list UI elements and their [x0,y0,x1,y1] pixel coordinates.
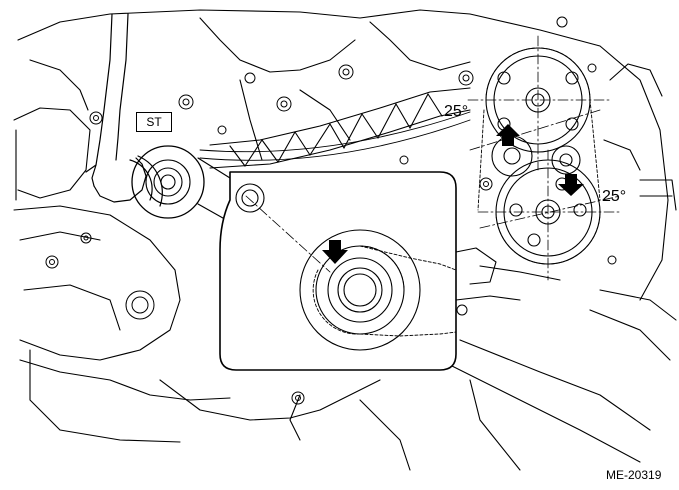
crank-sprocket-small [131,145,205,219]
timing-chain-detail [312,245,457,337]
chain-tensioner [455,247,561,301]
figure-id: ME-20319 [606,468,662,482]
cam-alignment-lines [467,35,621,281]
arrow-up-icon [496,124,520,146]
arrow-down-detail-icon [322,240,348,264]
special-tool-wrench [85,13,163,207]
side-brackets [15,63,677,443]
timing-chain-cam [477,47,601,265]
engine-block-outline [13,9,677,471]
timing-chain-upper [199,111,471,161]
intake-angle-label: 25° [444,103,469,120]
detail-view-frame [219,171,457,371]
special-tool-label: ST [136,112,172,132]
arrow-down-icon [558,174,584,196]
chain-guide [209,87,471,169]
exhaust-angle-label: 25° [602,188,627,205]
